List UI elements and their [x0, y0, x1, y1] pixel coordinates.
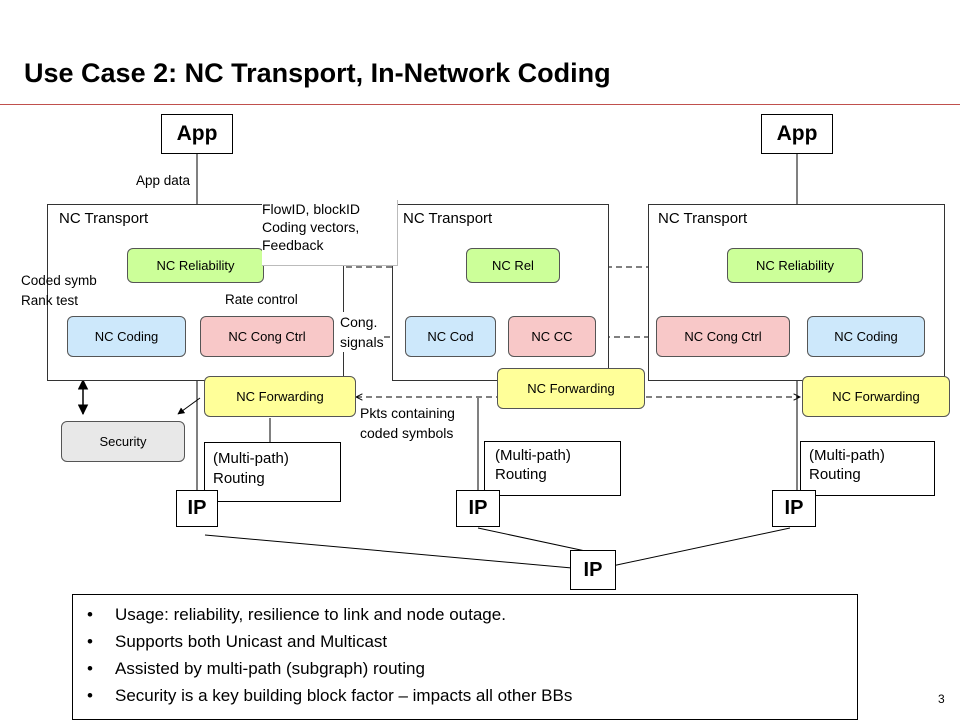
summary-bullets: •Usage: reliability, resilience to link …: [72, 594, 858, 720]
right-ip: IP: [772, 490, 816, 527]
security-box: Security: [61, 421, 185, 462]
flow-id-callout: FlowID, blockID Coding vectors, Feedback: [262, 200, 398, 266]
mid-routing-line2: Routing: [495, 466, 547, 483]
title-divider: [0, 104, 960, 105]
flowid-line3: Feedback: [262, 237, 324, 253]
page-title: Use Case 2: NC Transport, In-Network Cod…: [24, 58, 611, 88]
flowid-line2: Coding vectors,: [262, 219, 360, 235]
mid-ip-link: [477, 527, 591, 553]
bullet-item: •Security is a key building block factor…: [87, 686, 573, 705]
right-nc-reliability: NC Reliability: [727, 248, 863, 283]
pkts-line1: Pkts containing: [360, 405, 455, 421]
mid-nc-forwarding: NC Forwarding: [497, 368, 645, 409]
right-nc-forwarding: NC Forwarding: [802, 376, 950, 417]
left-routing-line2: Routing: [213, 470, 265, 487]
right-routing: (Multi-path) Routing: [800, 441, 935, 496]
app-left: App: [161, 114, 233, 154]
mid-routing-line1: (Multi-path): [495, 447, 571, 464]
mid-routing: (Multi-path) Routing: [484, 441, 621, 496]
left-nc-cong-ctrl: NC Cong Ctrl: [200, 316, 334, 357]
cong-signals-label: Cong. signals: [340, 312, 384, 352]
left-nc-forwarding: NC Forwarding: [204, 376, 356, 417]
mid-nc-cod: NC Cod: [405, 316, 496, 357]
left-routing-line1: (Multi-path): [213, 450, 289, 467]
left-nc-coding: NC Coding: [67, 316, 186, 357]
rate-control-label: Rate control: [225, 292, 298, 307]
bullet-item: •Assisted by multi-path (subgraph) routi…: [87, 659, 425, 678]
coded-symbols-label: Coded symb: [21, 273, 97, 288]
left-nc-reliability: NC Reliability: [127, 248, 264, 283]
rank-test-label: Rank test: [21, 293, 79, 308]
pkts-label: Pkts containing coded symbols: [360, 403, 455, 443]
page-number: 3: [938, 692, 945, 706]
left-ip-link: [204, 534, 573, 569]
mid-nc-cc: NC CC: [508, 316, 596, 357]
mid-nc-rel: NC Rel: [466, 248, 560, 283]
app-data-label: App data: [136, 173, 191, 188]
right-routing-line1: (Multi-path): [809, 447, 885, 464]
app-right: App: [761, 114, 833, 154]
flowid-line1: FlowID, blockID: [262, 201, 361, 217]
transport-label-right: NC Transport: [658, 210, 748, 227]
bullet-item: •Usage: reliability, resilience to link …: [87, 605, 506, 624]
mid-ip: IP: [456, 490, 500, 527]
transport-label-left: NC Transport: [59, 210, 149, 227]
transport-label-mid: NC Transport: [403, 210, 493, 227]
cong-line1: Cong.: [340, 314, 378, 330]
left-routing: (Multi-path) Routing: [204, 442, 341, 502]
pkts-line2: coded symbols: [360, 425, 454, 441]
cong-line2: signals: [340, 334, 384, 350]
bullet-item: •Supports both Unicast and Multicast: [87, 632, 388, 651]
right-routing-line2: Routing: [809, 466, 861, 483]
left-ip: IP: [176, 490, 218, 527]
right-ip-link: [611, 527, 791, 567]
core-ip: IP: [570, 550, 616, 590]
right-nc-coding: NC Coding: [807, 316, 925, 357]
right-nc-cong-ctrl: NC Cong Ctrl: [656, 316, 790, 357]
